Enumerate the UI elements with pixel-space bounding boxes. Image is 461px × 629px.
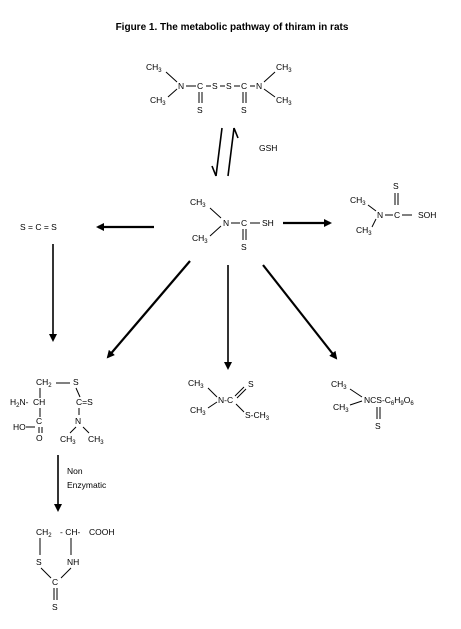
svg-text:CH3: CH3 (192, 233, 208, 245)
non-enzymatic-label-line2: Enzymatic (67, 480, 107, 490)
figure-title: Figure 1. The metabolic pathway of thira… (116, 22, 349, 33)
dmdtc-structure: CH3 CH3 N C S SH (190, 197, 274, 252)
svg-text:CH3: CH3 (350, 195, 366, 207)
cs2-label: S = C = S (20, 222, 57, 232)
svg-text:CH3: CH3 (150, 95, 166, 107)
svg-text:S: S (52, 602, 58, 612)
non-enzymatic-label-line1: Non (67, 466, 83, 476)
svg-text:CH3: CH3 (356, 225, 372, 237)
svg-text:CH3: CH3 (331, 379, 347, 391)
svg-text:C: C (36, 416, 42, 426)
svg-text:N: N (223, 218, 229, 228)
svg-text:CH2: CH2 (36, 527, 52, 539)
svg-text:S: S (226, 81, 232, 91)
svg-text:S: S (73, 377, 79, 387)
svg-text:N: N (178, 81, 184, 91)
svg-text:CH3: CH3 (188, 378, 204, 390)
svg-text:C=S: C=S (76, 397, 93, 407)
thiram-structure: CH3 CH3 N C S S S C S N CH3 CH3 (146, 62, 292, 115)
svg-text:CH2: CH2 (36, 377, 52, 389)
svg-text:N-C: N-C (218, 395, 233, 405)
svg-text:CH3: CH3 (60, 434, 76, 446)
svg-text:CH3: CH3 (333, 402, 349, 414)
thiazolidine-structure: CH2 - CH- COOH S NH C S (36, 527, 115, 612)
svg-text:CH3: CH3 (146, 62, 162, 74)
svg-text:S: S (248, 379, 254, 389)
svg-text:NCS-C6H9O6: NCS-C6H9O6 (364, 395, 414, 407)
svg-text:C: C (52, 577, 58, 587)
svg-text:S: S (241, 242, 247, 252)
svg-text:CH3: CH3 (190, 405, 206, 417)
svg-text:H2N-: H2N- (10, 397, 29, 409)
gsh-label: GSH (259, 143, 277, 153)
svg-text:NH: NH (67, 557, 79, 567)
svg-text:CH: CH (33, 397, 45, 407)
svg-text:SH: SH (262, 218, 274, 228)
sulfenic-structure: S CH3 CH3 N C SOH (350, 181, 436, 237)
reaction-arrows (49, 219, 338, 512)
svg-text:O: O (36, 433, 43, 443)
svg-text:- CH-: - CH- (60, 527, 80, 537)
svg-text:N: N (75, 416, 81, 426)
svg-text:C: C (241, 218, 247, 228)
svg-text:N: N (256, 81, 262, 91)
svg-text:CH3: CH3 (190, 197, 206, 209)
svg-text:S: S (36, 557, 42, 567)
svg-text:S: S (393, 181, 399, 191)
svg-text:S: S (197, 105, 203, 115)
svg-text:C: C (197, 81, 203, 91)
svg-text:N: N (377, 210, 383, 220)
svg-text:CH3: CH3 (276, 95, 292, 107)
svg-text:CH3: CH3 (276, 62, 292, 74)
svg-text:SOH: SOH (418, 210, 436, 220)
svg-text:S: S (212, 81, 218, 91)
svg-text:CH3: CH3 (88, 434, 104, 446)
svg-text:C: C (394, 210, 400, 220)
svg-text:C: C (241, 81, 247, 91)
svg-text:S: S (241, 105, 247, 115)
cysteine-adduct-structure: CH2 S H2N- CH C=S HO C O N CH3 CH3 (10, 377, 104, 446)
svg-text:S-CH3: S-CH3 (245, 410, 270, 422)
glucuronide-structure: CH3 CH3 NCS-C6H9O6 S (331, 379, 414, 431)
svg-text:COOH: COOH (89, 527, 115, 537)
svg-text:S: S (375, 421, 381, 431)
equilibrium-arrows (211, 127, 239, 177)
s-methyl-structure: CH3 CH3 N-C S S-CH3 (188, 378, 270, 422)
svg-text:HO: HO (13, 422, 26, 432)
arrow-to-glucuronide (262, 264, 338, 360)
arrow-to-cysteine-adduct (106, 260, 191, 359)
